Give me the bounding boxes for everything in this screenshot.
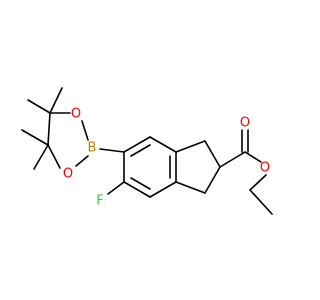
bond <box>47 144 61 169</box>
double-bond-inner <box>130 177 151 190</box>
cyclopentane-ring <box>175 140 221 194</box>
benzene-ring <box>123 136 177 198</box>
bond <box>123 181 151 198</box>
bond <box>149 136 177 153</box>
bond <box>99 148 125 153</box>
double-bond-inner <box>130 144 151 157</box>
boron-label: B <box>88 141 97 156</box>
bond <box>244 151 262 163</box>
ethyl-ester-group <box>219 129 273 215</box>
boronate-oxygen-top-label: O <box>71 107 81 122</box>
bond <box>107 181 125 195</box>
pinacol-boronate-group <box>21 87 125 170</box>
bond <box>219 151 246 168</box>
methyl-bond <box>49 87 63 114</box>
bond <box>123 136 151 153</box>
fluorine-label: F <box>96 194 103 209</box>
bond <box>149 181 177 198</box>
bond <box>81 120 89 141</box>
structure-diagram: F B O O O O <box>21 87 273 215</box>
boronate-oxygen-bottom-label: O <box>63 167 73 182</box>
bond <box>204 166 221 194</box>
bond <box>249 189 273 215</box>
bond <box>249 174 267 191</box>
bond <box>47 112 51 146</box>
bond <box>175 140 206 153</box>
methyl-bond <box>27 99 51 114</box>
bond <box>204 140 221 168</box>
methyl-bond <box>21 129 49 146</box>
bond <box>175 181 206 194</box>
carbonyl-oxygen-label: O <box>240 116 250 131</box>
methyl-bond <box>33 144 49 170</box>
bond <box>75 155 89 167</box>
ester-oxygen-label: O <box>260 161 270 176</box>
